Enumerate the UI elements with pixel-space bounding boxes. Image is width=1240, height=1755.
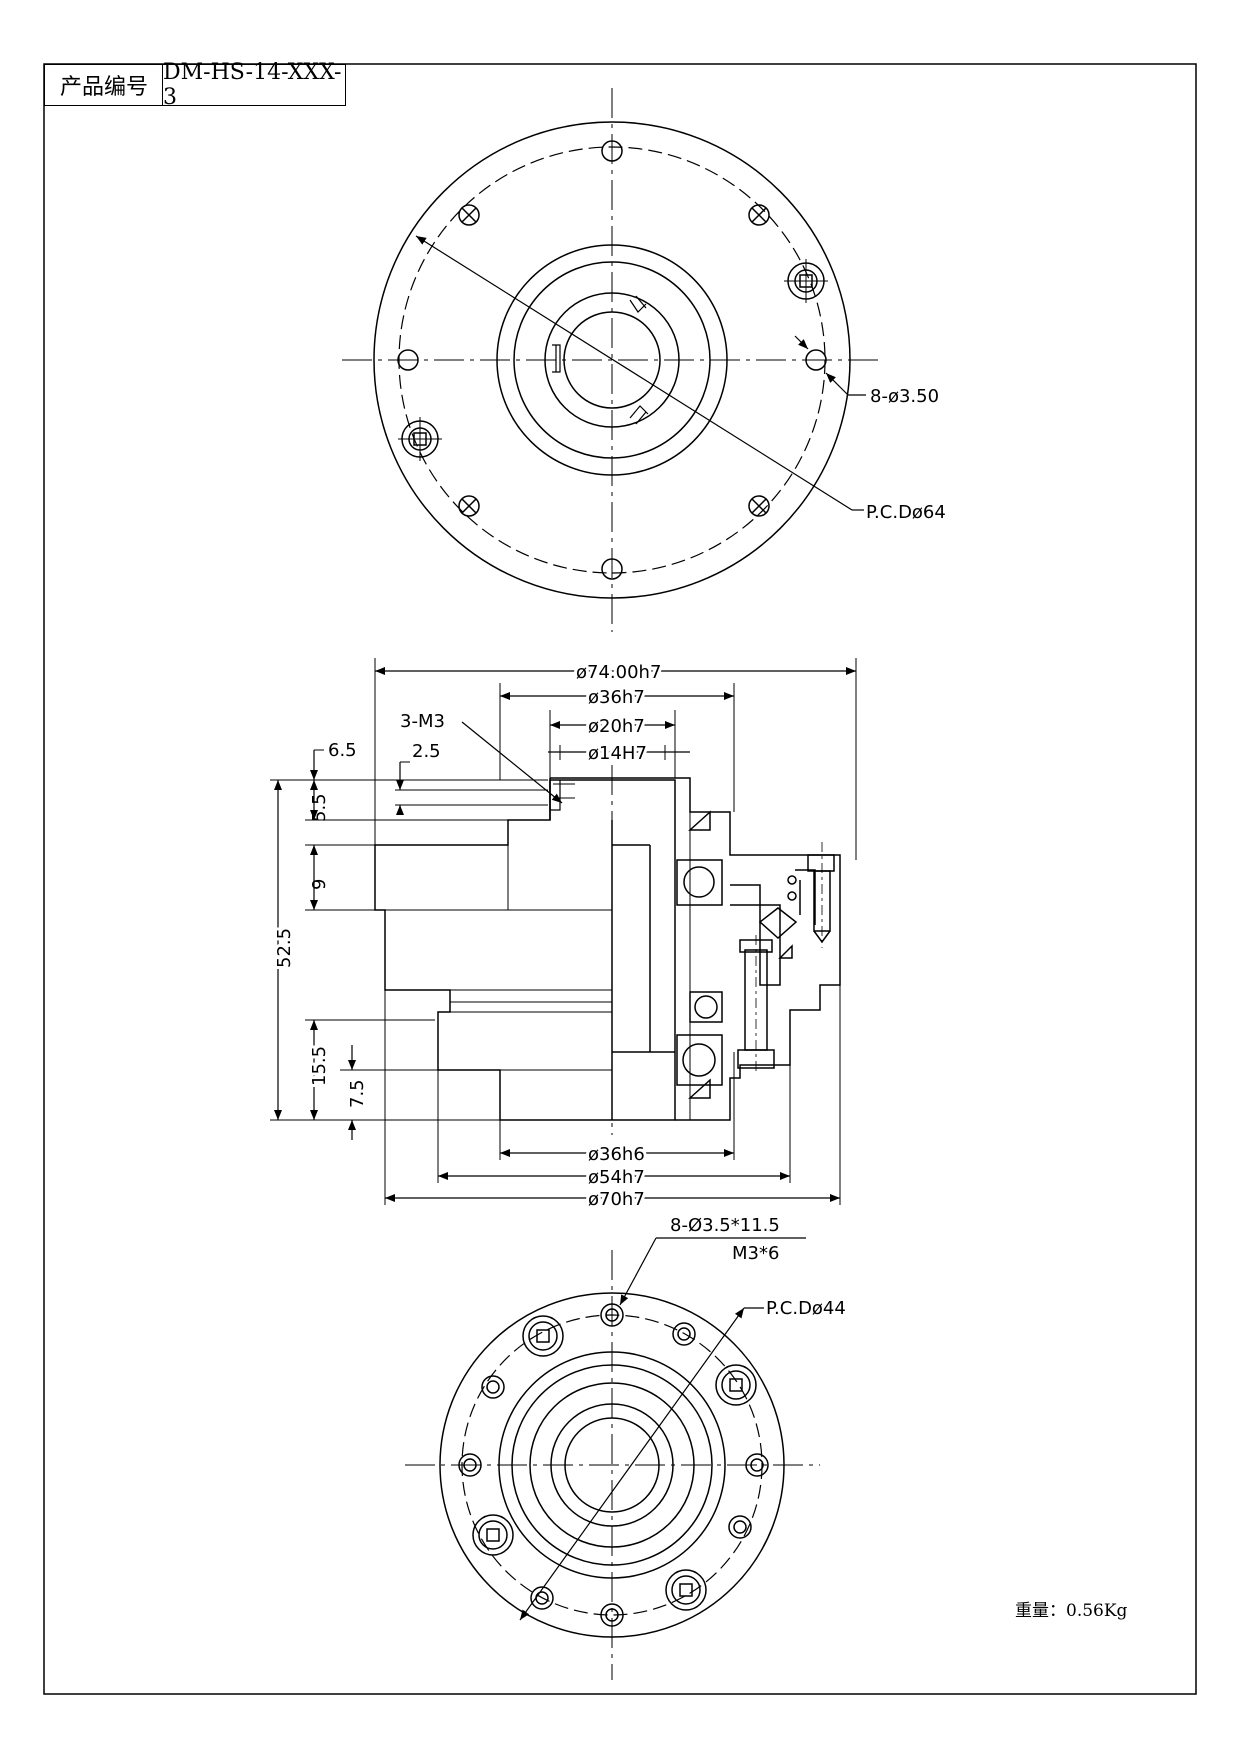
body-outline	[374, 779, 676, 1121]
bearing-bottom	[676, 1034, 723, 1086]
dim-2-5: 2.5	[412, 741, 441, 762]
dim-9: 9	[309, 879, 330, 890]
product-code-cell: DM-HS-14-XXX-3	[162, 60, 346, 110]
dim-74: ø74.00h7	[576, 662, 661, 683]
dim-6-5: 6.5	[328, 740, 357, 761]
weight-note: 重量：0.56Kg	[1015, 1601, 1128, 1621]
socket-screws	[398, 259, 828, 461]
dim-7-5: 7.5	[347, 1079, 368, 1108]
dim-36-bottom: ø36h6	[588, 1144, 645, 1165]
top-hole-callout: 8-ø3.50	[870, 386, 939, 407]
dim-52-5: 52.5	[274, 928, 295, 968]
top-view	[342, 88, 882, 632]
sheet-border	[43, 63, 1197, 1695]
bearing-top	[676, 859, 723, 906]
bottom-hole-callout: 8-Ø3.5*11.5	[670, 1215, 780, 1236]
title-label-cell: 产品编号	[44, 64, 164, 106]
dim-5-5: 5.5	[309, 793, 330, 822]
mounting-holes	[397, 140, 827, 580]
bearing-mid	[689, 991, 723, 1023]
dim-14: ø14H7	[588, 743, 647, 764]
bottom-pcd-callout: P.C.Dø44	[766, 1298, 846, 1319]
top-pcd-callout: P.C.Dø64	[866, 502, 946, 523]
dim-54: ø54h7	[588, 1167, 645, 1188]
dim-15-5: 15.5	[309, 1046, 330, 1086]
side-view	[270, 658, 857, 1205]
bottom-view	[405, 1237, 820, 1680]
bottom-thread-callout: M3*6	[732, 1243, 779, 1264]
thread-callout: 3-M3	[400, 711, 445, 732]
dim-36-top: ø36h7	[588, 687, 645, 708]
dim-20: ø20h7	[588, 716, 645, 737]
dim-70: ø70h7	[588, 1189, 645, 1210]
large-bolts	[472, 1315, 757, 1611]
